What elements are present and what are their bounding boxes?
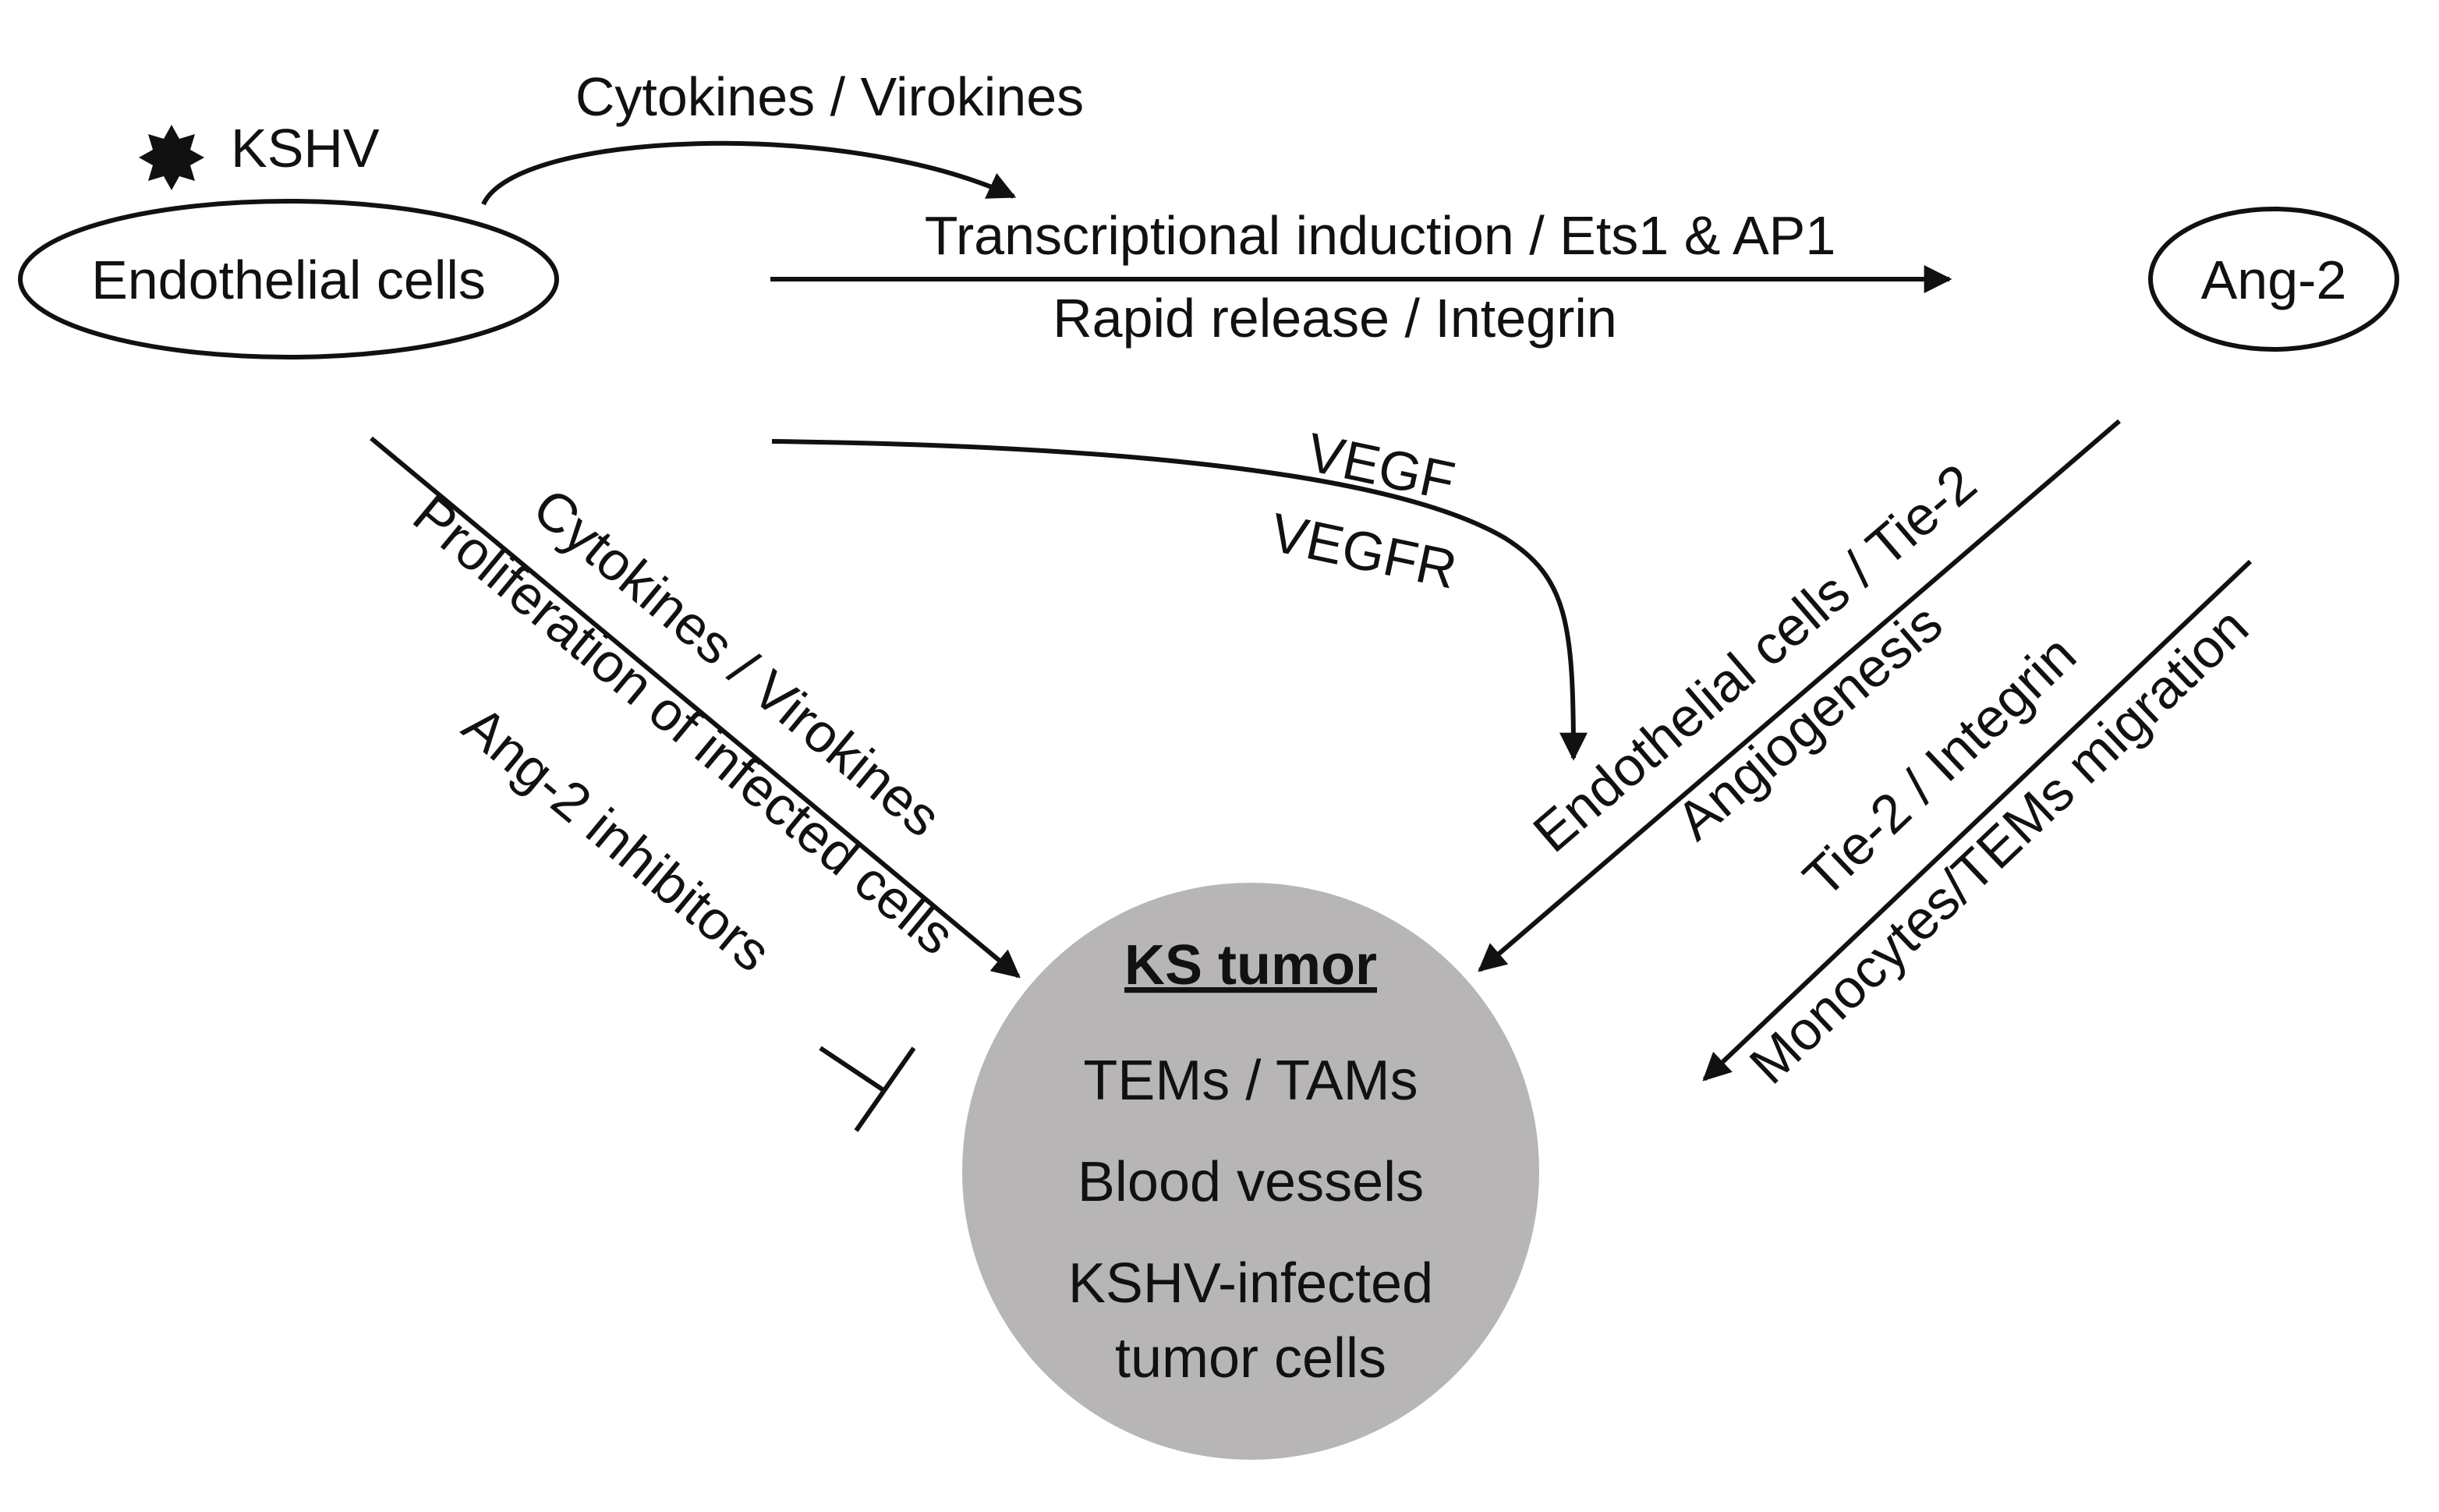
ang2-node bbox=[2148, 207, 2399, 352]
ks-tumor-node bbox=[962, 883, 1539, 1460]
ang2-label: Ang-2 bbox=[2201, 250, 2347, 310]
ks-tumor-title: KS tumor bbox=[1124, 934, 1377, 997]
left-diagonal-arrow bbox=[370, 436, 1021, 979]
star-burst-icon bbox=[139, 125, 204, 190]
endothelial-cells-node bbox=[18, 199, 559, 359]
inhibitor-stem bbox=[819, 1046, 887, 1094]
vegf-label: VEGF bbox=[1302, 422, 1460, 512]
transcriptional-induction-label: Transcriptional induction / Ets1 & AP1 bbox=[925, 205, 1836, 266]
tumor-item-tumor-cells: tumor cells bbox=[1115, 1327, 1386, 1390]
inhibitor-bar bbox=[854, 1046, 916, 1132]
kshv-label: KSHV bbox=[231, 118, 380, 179]
right-migration-arrow bbox=[1702, 559, 2253, 1082]
right-angiogenesis-arrow bbox=[1478, 419, 2121, 972]
rapid-release-label: Rapid release / Integrin bbox=[1053, 288, 1617, 349]
tumor-item-tems-tams: TEMs / TAMs bbox=[1083, 1050, 1418, 1112]
cytokines-curve-arrow bbox=[481, 140, 1017, 206]
vegfr-label: VEGFR bbox=[1266, 501, 1462, 600]
tumor-item-kshv-infected: KSHV-infected bbox=[1068, 1252, 1433, 1315]
curve-top-label: Cytokines / Virokines bbox=[575, 66, 1084, 127]
vegf-arrow bbox=[771, 439, 1588, 761]
endothelial-cells-label: Endothelial cells bbox=[91, 250, 486, 310]
tumor-item-blood-vessels: Blood vessels bbox=[1078, 1151, 1424, 1213]
